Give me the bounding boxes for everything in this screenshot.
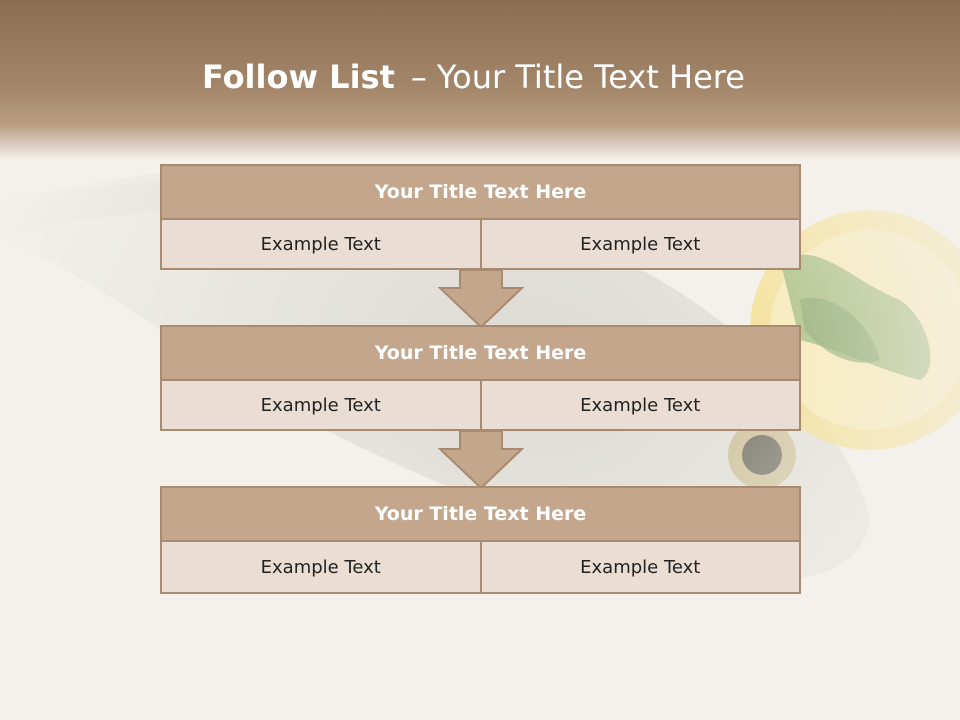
step-row-2: Example Text Example Text [160, 381, 801, 431]
step-1-left-text: Example Text [162, 220, 480, 268]
step-row-3: Example Text Example Text [160, 542, 801, 594]
step-row-1: Example Text Example Text [160, 220, 801, 270]
slide-title-bold: Follow List [202, 58, 395, 96]
step-3-left-text: Example Text [162, 542, 480, 592]
step-2-right-text: Example Text [479, 381, 799, 429]
down-arrow-icon [438, 270, 524, 328]
step-block-2: Your Title Text Here Example Text Exampl… [160, 325, 801, 431]
down-arrow-icon [438, 431, 524, 489]
title-dash: – [410, 58, 427, 96]
title-bar [0, 0, 960, 160]
step-title-3: Your Title Text Here [160, 486, 801, 542]
step-1-right-text: Example Text [479, 220, 799, 268]
step-block-1: Your Title Text Here Example Text Exampl… [160, 164, 801, 270]
step-block-3: Your Title Text Here Example Text Exampl… [160, 486, 801, 594]
step-title-2: Your Title Text Here [160, 325, 801, 381]
step-3-right-text: Example Text [479, 542, 799, 592]
slide-title-rest: Your Title Text Here [436, 58, 745, 96]
slide-title: Follow List–Your Title Text Here [202, 55, 745, 99]
step-2-left-text: Example Text [162, 381, 480, 429]
step-title-1: Your Title Text Here [160, 164, 801, 220]
